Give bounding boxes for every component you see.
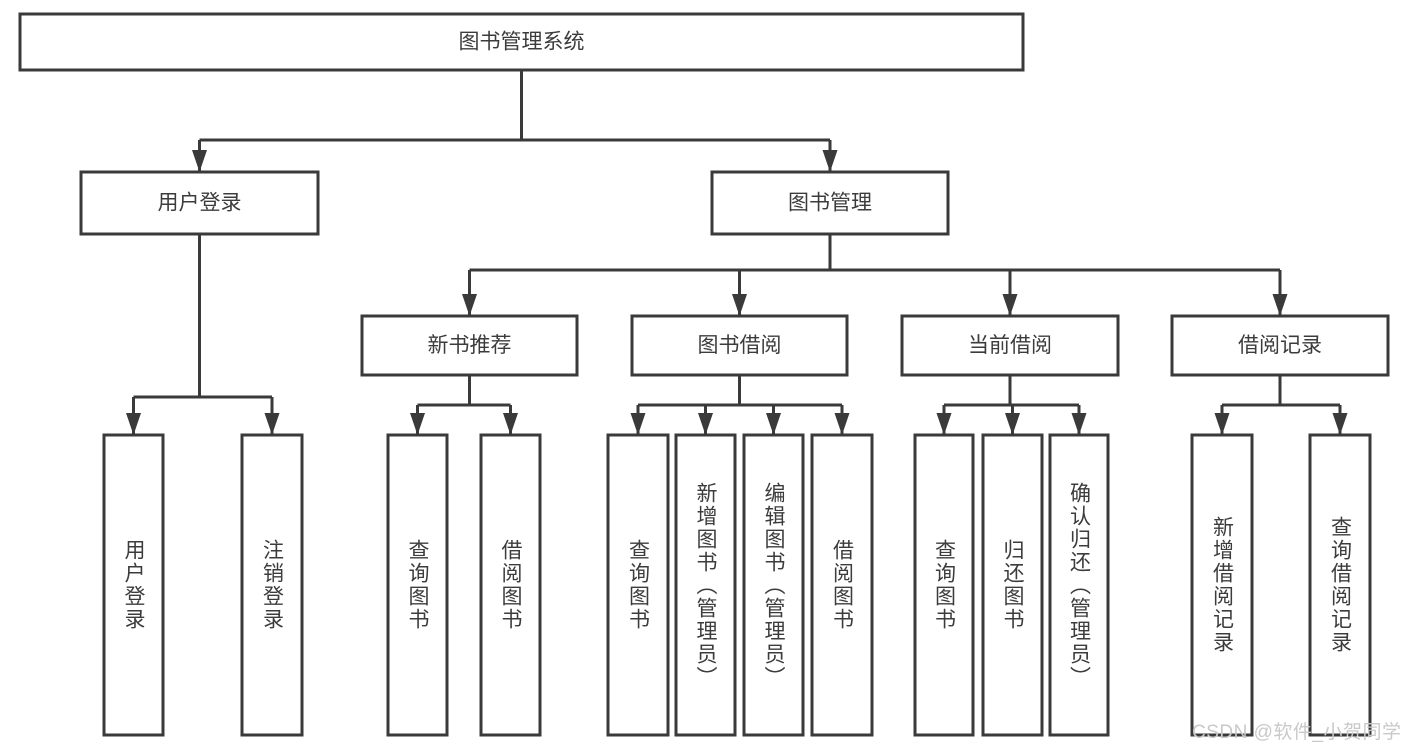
node-box-leaf_query_book_1[interactable] bbox=[386, 433, 449, 737]
arrow-down-icon-leaf_query_book_3 bbox=[936, 413, 952, 435]
node-box-user_login[interactable] bbox=[79, 170, 320, 236]
arrow-down-icon-leaf_add_book bbox=[698, 413, 713, 435]
node-box-leaf_confirm_return[interactable] bbox=[1048, 433, 1110, 737]
node-box-leaf_borrow_book_1[interactable] bbox=[479, 433, 542, 737]
arrow-down-icon-leaf_logout bbox=[264, 413, 280, 435]
connectors-layer bbox=[126, 70, 1348, 435]
node-box-book_borrow[interactable] bbox=[630, 314, 849, 377]
node-box-leaf_query_book_2[interactable] bbox=[606, 433, 670, 737]
node-box-leaf_logout[interactable] bbox=[240, 433, 304, 737]
node-box-leaf_user_login[interactable] bbox=[102, 433, 165, 737]
node-box-new_book_rec[interactable] bbox=[360, 314, 579, 377]
arrow-down-icon-current_borrow bbox=[1002, 294, 1018, 316]
arrow-down-icon-user_login bbox=[192, 150, 207, 172]
arrow-down-icon-leaf_query_book_2 bbox=[630, 413, 646, 435]
watermark-text: CSDN @软件_小贺同学 bbox=[1192, 722, 1402, 743]
node-box-leaf_add_record[interactable] bbox=[1190, 433, 1254, 737]
arrow-down-icon-leaf_query_book_1 bbox=[410, 413, 425, 435]
arrow-down-icon-borrow_record bbox=[1272, 294, 1288, 316]
arrow-down-icon-leaf_borrow_book_2 bbox=[834, 413, 850, 435]
node-box-leaf_borrow_book_2[interactable] bbox=[810, 433, 874, 737]
arrow-down-icon-leaf_query_record bbox=[1332, 413, 1348, 435]
node-box-book_manage[interactable] bbox=[710, 170, 950, 236]
arrow-down-icon-leaf_confirm_return bbox=[1071, 413, 1087, 435]
node-box-borrow_record[interactable] bbox=[1170, 314, 1390, 377]
node-label-root: 图书管理系统 bbox=[459, 31, 585, 54]
node-box-root[interactable] bbox=[18, 12, 1025, 72]
node-box-leaf_return_book[interactable] bbox=[981, 433, 1044, 737]
node-box-leaf_add_book[interactable] bbox=[674, 433, 737, 737]
node-box-current_borrow[interactable] bbox=[900, 314, 1120, 377]
arrow-down-icon-book_borrow bbox=[732, 294, 747, 316]
arrow-down-icon-leaf_borrow_book_1 bbox=[503, 413, 518, 435]
arrow-down-icon-leaf_add_record bbox=[1214, 413, 1230, 435]
arrow-down-icon-leaf_return_book bbox=[1005, 413, 1020, 435]
node-label-new_book_rec: 新书推荐 bbox=[428, 334, 512, 357]
arrow-down-icon-leaf_edit_book bbox=[766, 413, 781, 435]
node-label-borrow_record: 借阅记录 bbox=[1238, 334, 1322, 357]
node-label-current_borrow: 当前借阅 bbox=[968, 334, 1052, 357]
boxes-layer bbox=[18, 12, 1390, 737]
arrow-down-icon-new_book_rec bbox=[462, 294, 477, 316]
node-label-user_login: 用户登录 bbox=[158, 192, 242, 215]
node-box-leaf_edit_book[interactable] bbox=[742, 433, 805, 737]
node-label-book_borrow: 图书借阅 bbox=[698, 334, 782, 357]
node-box-leaf_query_record[interactable] bbox=[1308, 433, 1372, 737]
node-label-book_manage: 图书管理 bbox=[788, 192, 872, 215]
arrow-down-icon-leaf_user_login bbox=[126, 413, 141, 435]
node-box-leaf_query_book_3[interactable] bbox=[913, 433, 975, 737]
arrow-down-icon-book_manage bbox=[822, 150, 838, 172]
